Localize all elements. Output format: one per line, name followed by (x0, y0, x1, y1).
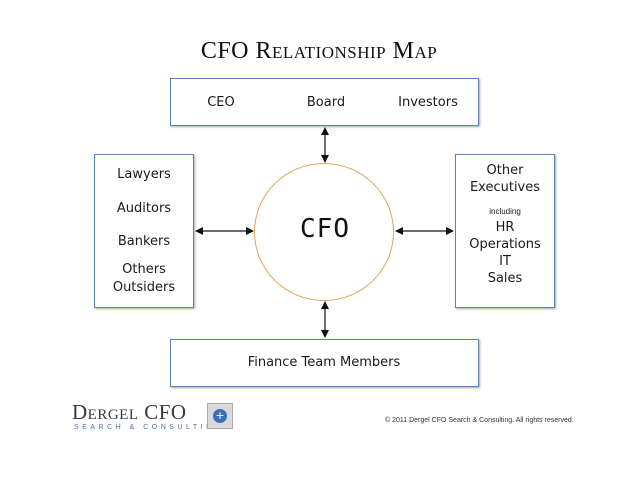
other-label: Other (486, 163, 524, 178)
outsiders-label: Outsiders (112, 280, 176, 295)
it-label: IT (499, 254, 511, 269)
operations-label: Operations (469, 237, 541, 252)
cfo-circle (254, 163, 394, 301)
other-executives-box (455, 154, 555, 308)
logo-tagline: SEARCH & CONSULTING (74, 424, 224, 431)
external-advisors-box (94, 154, 194, 308)
executives-label: Executives (469, 180, 541, 195)
auditors-label: Auditors (116, 201, 172, 216)
hr-label: HR (495, 220, 515, 235)
cfo-label: CFO (300, 214, 350, 244)
including-label: including (489, 207, 521, 216)
logo-name: Dergel CFO (72, 400, 187, 424)
bankers-label: Bankers (117, 234, 171, 249)
ceo-label: CEO (207, 95, 235, 110)
lawyers-label: Lawyers (117, 167, 171, 182)
investors-label: Investors (398, 95, 458, 110)
copyright-notice: © 2011 Dergel CFO Search & Consulting. A… (385, 417, 574, 424)
plus-circle-icon: + (207, 403, 233, 429)
top-stakeholders-box (170, 78, 479, 126)
sales-label: Sales (487, 271, 523, 286)
board-label: Board (306, 95, 346, 110)
finance-team-label: Finance Team Members (247, 355, 401, 370)
others-label: Others (122, 262, 166, 277)
diagram-title: CFO Relationship Map (200, 38, 438, 64)
finance-team-box (170, 339, 479, 387)
